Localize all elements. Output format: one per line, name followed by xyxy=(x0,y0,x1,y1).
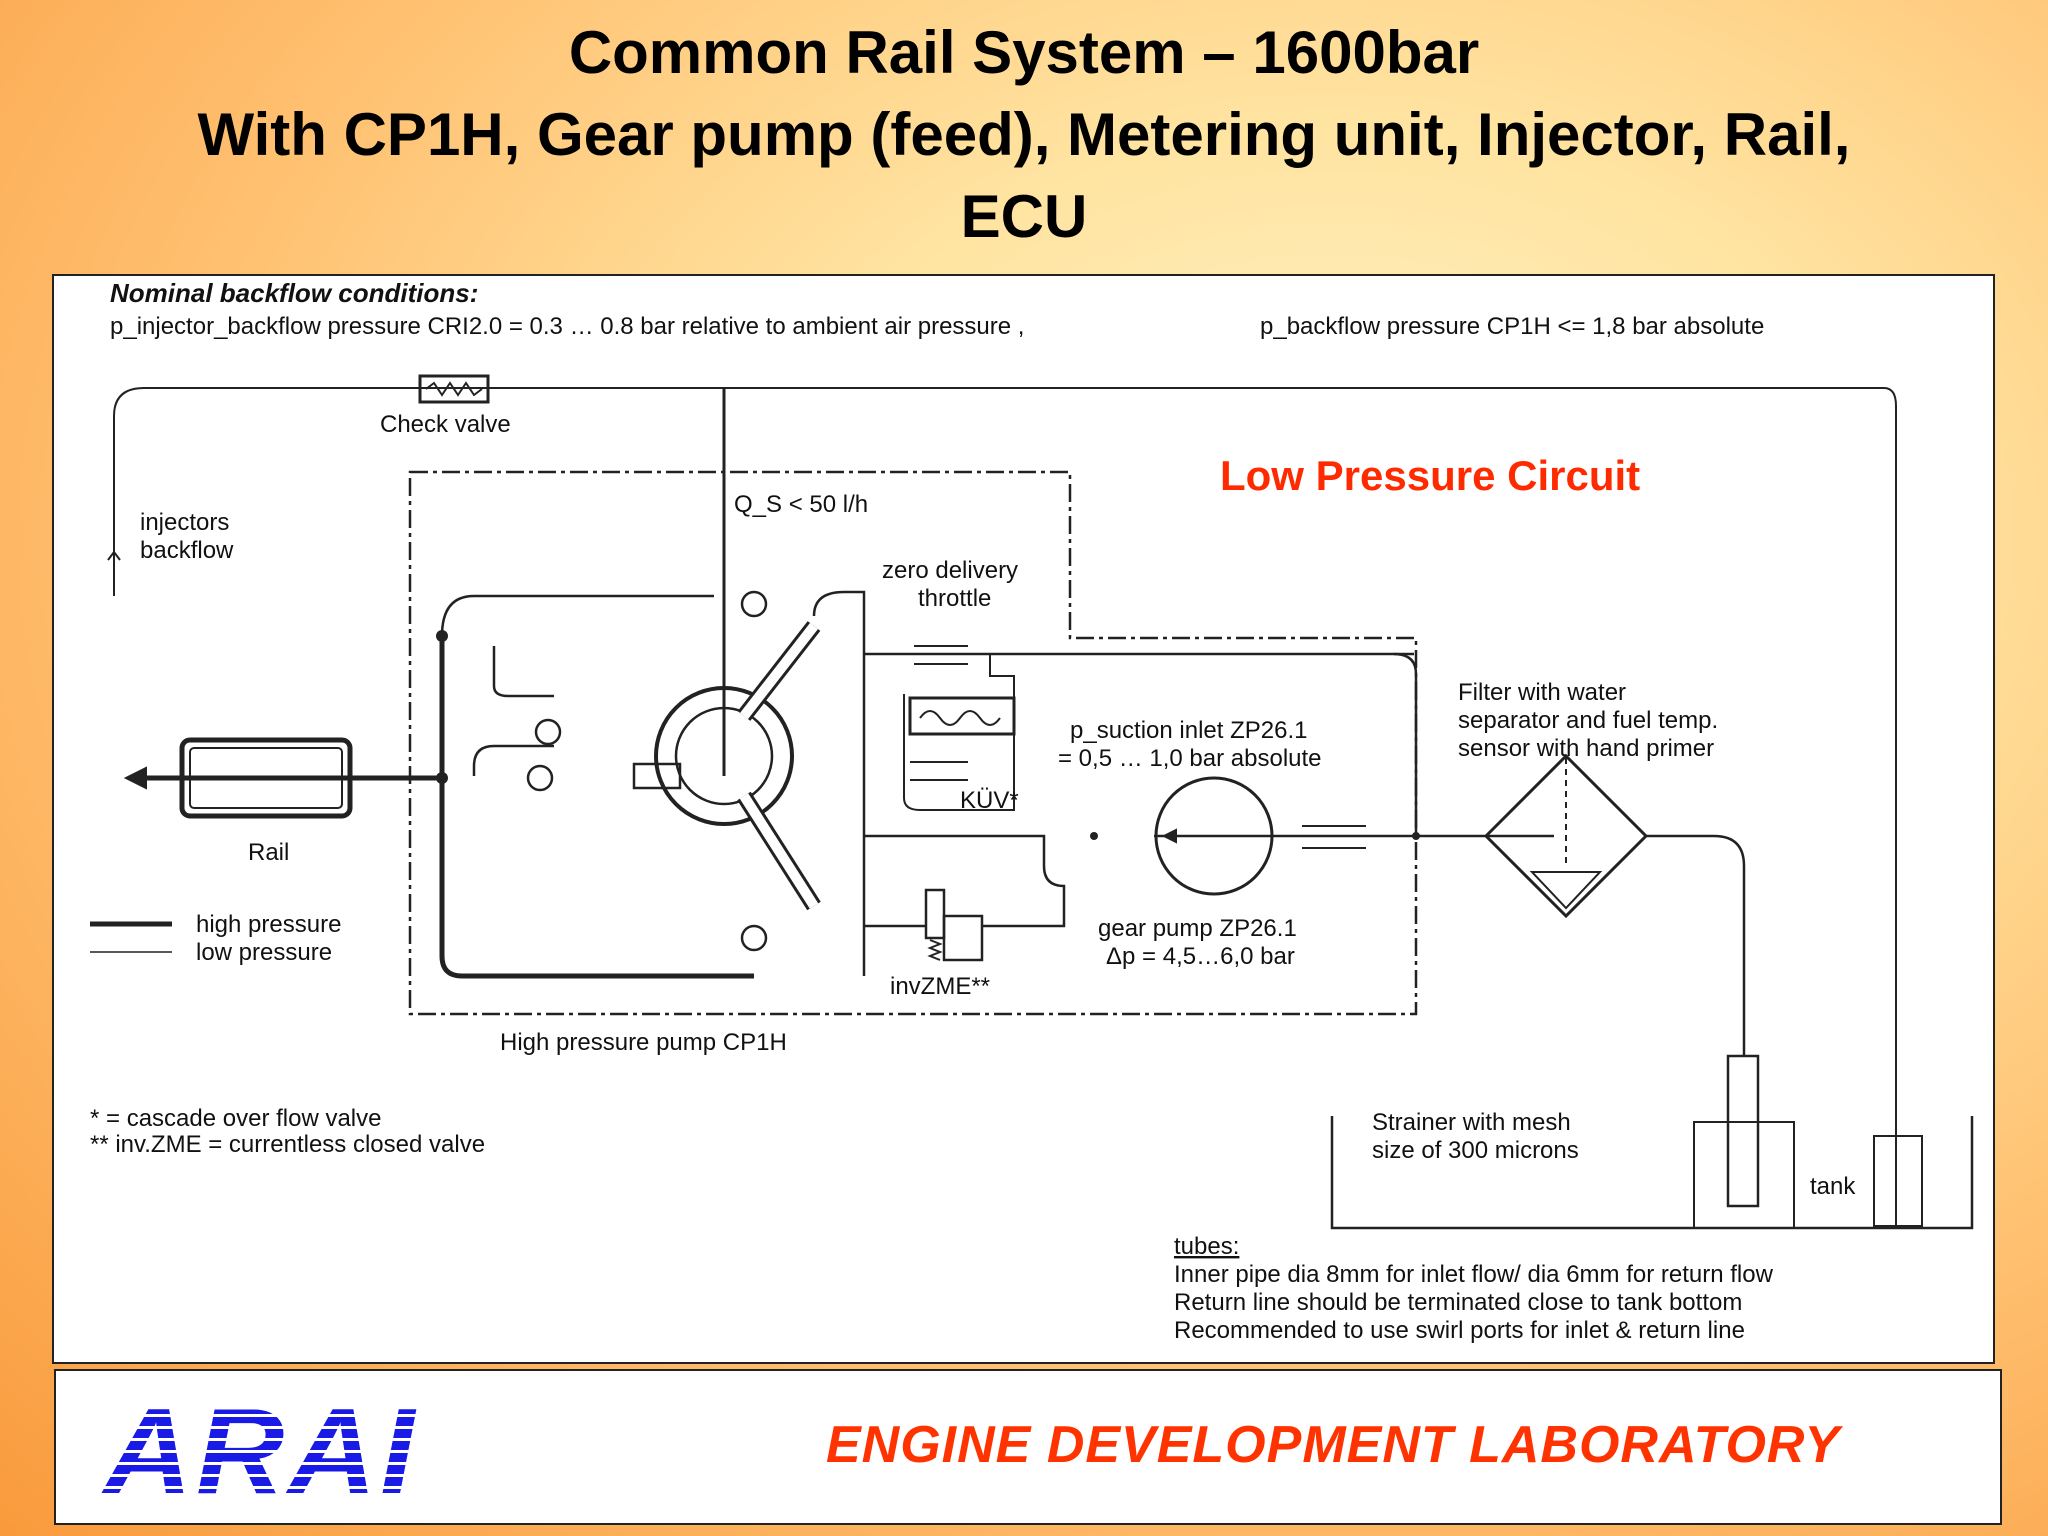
tank-label: tank xyxy=(1810,1173,1856,1200)
zero-delivery-label-1: zero delivery xyxy=(882,557,1018,584)
check-valve-label: Check valve xyxy=(380,411,511,438)
strainer-label-1: Strainer with mesh xyxy=(1372,1109,1571,1136)
hp-pump-label: High pressure pump CP1H xyxy=(500,1029,787,1056)
injectors-backflow-label-2: backflow xyxy=(140,537,234,564)
logo-text: ARAI xyxy=(101,1393,418,1505)
suction-label-1: p_suction inlet ZP26.1 xyxy=(1070,717,1307,744)
metering-unit-symbol xyxy=(924,888,946,940)
check-valve-symbol xyxy=(418,374,490,404)
tubes-line-2: Return line should be terminated close t… xyxy=(1174,1289,1742,1316)
diagram-panel: Nominal backflow conditions: p_injector_… xyxy=(52,274,1995,1364)
injectors-backflow-label-1: injectors xyxy=(140,509,229,536)
rail-label: Rail xyxy=(248,839,289,866)
rail-arrow xyxy=(123,766,147,790)
backflow-heading: Nominal backflow conditions: xyxy=(110,278,478,308)
legend-low-label: low pressure xyxy=(196,939,332,966)
lab-name: ENGINE DEVELOPMENT LABORATORY xyxy=(826,1416,1841,1474)
common-rail-diagram: Nominal backflow conditions: p_injector_… xyxy=(90,278,1974,1344)
return-line xyxy=(113,387,1897,1228)
page-title: Common Rail System – 1600bar With CP1H, … xyxy=(0,12,2048,258)
title-line-2: With CP1H, Gear pump (feed), Metering un… xyxy=(197,101,1851,168)
qs-label: Q_S < 50 l/h xyxy=(734,491,868,518)
title-line-1: Common Rail System – 1600bar xyxy=(568,19,1480,86)
strainer-label-2: size of 300 microns xyxy=(1372,1137,1579,1164)
legend-high-label: high pressure xyxy=(196,911,341,938)
filter-label-3: sensor with hand primer xyxy=(1458,735,1714,762)
gear-pump-label-2: Δp = 4,5…6,0 bar xyxy=(1106,943,1295,970)
check-valve-spring xyxy=(425,381,483,397)
zero-delivery-label-2: throttle xyxy=(918,585,991,612)
footnote-1: * = cascade over flow valve xyxy=(90,1105,381,1132)
backflow-line-2: p_backflow pressure CP1H <= 1,8 bar abso… xyxy=(1260,313,1764,340)
tubes-line-3: Recommended to use swirl ports for inlet… xyxy=(1174,1317,1745,1344)
tank-symbol xyxy=(1330,1116,1974,1230)
suction-label-2: = 0,5 … 1,0 bar absolute xyxy=(1058,745,1322,772)
tubes-heading: tubes: xyxy=(1174,1233,1239,1260)
backflow-line-1: p_injector_backflow pressure CRI2.0 = 0.… xyxy=(110,313,1024,340)
footnote-2: ** inv.ZME = currentless closed valve xyxy=(90,1131,485,1158)
arai-logo: ARAI xyxy=(101,1393,418,1505)
filter-label-1: Filter with water xyxy=(1458,679,1626,706)
tubes-line-1: Inner pipe dia 8mm for inlet flow/ dia 6… xyxy=(1174,1261,1774,1288)
hp-pump-housing xyxy=(408,470,1418,1016)
title-line-3: ECU xyxy=(960,183,1088,250)
inv-zme-label: invZME** xyxy=(890,973,990,1000)
filter-label-2: separator and fuel temp. xyxy=(1458,707,1718,734)
kuv-label: KÜV* xyxy=(960,787,1019,814)
footer-banner: ARAI ENGINE DEVELOPMENT LABORATORY xyxy=(54,1369,2002,1525)
cam-shaft xyxy=(654,686,794,826)
low-pressure-circuit-label: Low Pressure Circuit xyxy=(1220,452,1640,499)
strainer-symbol xyxy=(1726,1054,1760,1208)
gear-pump-label-1: gear pump ZP26.1 xyxy=(1098,915,1297,942)
